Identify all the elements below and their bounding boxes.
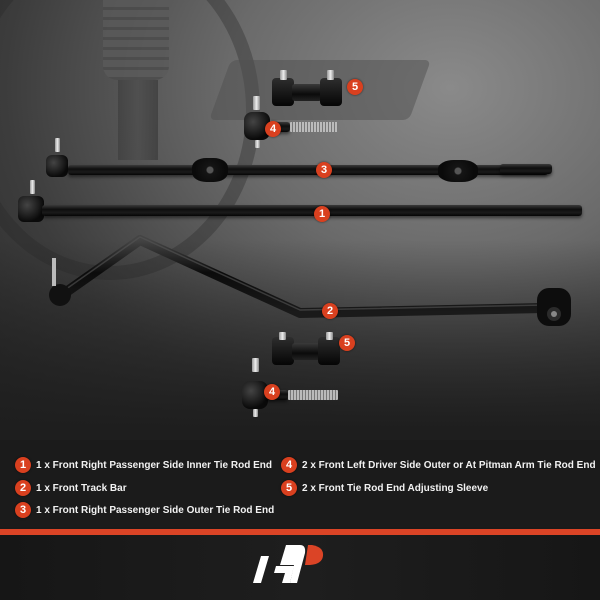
callout-badge-5: 5: [347, 79, 363, 95]
callout-badge-4: 4: [265, 121, 281, 137]
legend-label: 1 x Front Right Passenger Side Inner Tie…: [36, 459, 272, 471]
legend-label: 1 x Front Right Passenger Side Outer Tie…: [36, 504, 275, 516]
callout-badge-1: 1: [314, 206, 330, 222]
callout-badge-2: 2: [322, 303, 338, 319]
background-shock-boot: [103, 0, 169, 80]
brand-logo-icon: [253, 545, 324, 583]
callout-badge-3: 3: [316, 162, 332, 178]
callout-badge-4: 4: [264, 384, 280, 400]
legend-badge-3: 3: [15, 502, 31, 518]
legend-badge-2: 2: [15, 480, 31, 496]
legend-badge-1: 1: [15, 457, 31, 473]
legend-item-2: 2 1 x Front Track Bar: [15, 480, 127, 496]
legend-item-3: 3 1 x Front Right Passenger Side Outer T…: [15, 502, 274, 518]
footer: [0, 535, 600, 600]
legend-item-5: 5 2 x Front Tie Rod End Adjusting Sleeve: [281, 480, 488, 496]
legend-label: 1 x Front Track Bar: [36, 482, 127, 494]
parts-legend: 1 1 x Front Right Passenger Side Inner T…: [0, 440, 600, 527]
callout-badge-5: 5: [339, 335, 355, 351]
background-shock-rod: [118, 80, 158, 160]
legend-label: 2 x Front Tie Rod End Adjusting Sleeve: [302, 482, 489, 494]
track-bar-shape: [52, 235, 571, 326]
legend-item-1: 1 1 x Front Right Passenger Side Inner T…: [15, 457, 272, 473]
legend-badge-4: 4: [281, 457, 297, 473]
legend-label: 2 x Front Left Driver Side Outer or At P…: [302, 459, 596, 471]
product-image: 5 4 3 1: [0, 0, 600, 440]
accent-divider: [0, 529, 600, 535]
legend-item-4: 4 2 x Front Left Driver Side Outer or At…: [281, 457, 596, 473]
legend-badge-5: 5: [281, 480, 297, 496]
